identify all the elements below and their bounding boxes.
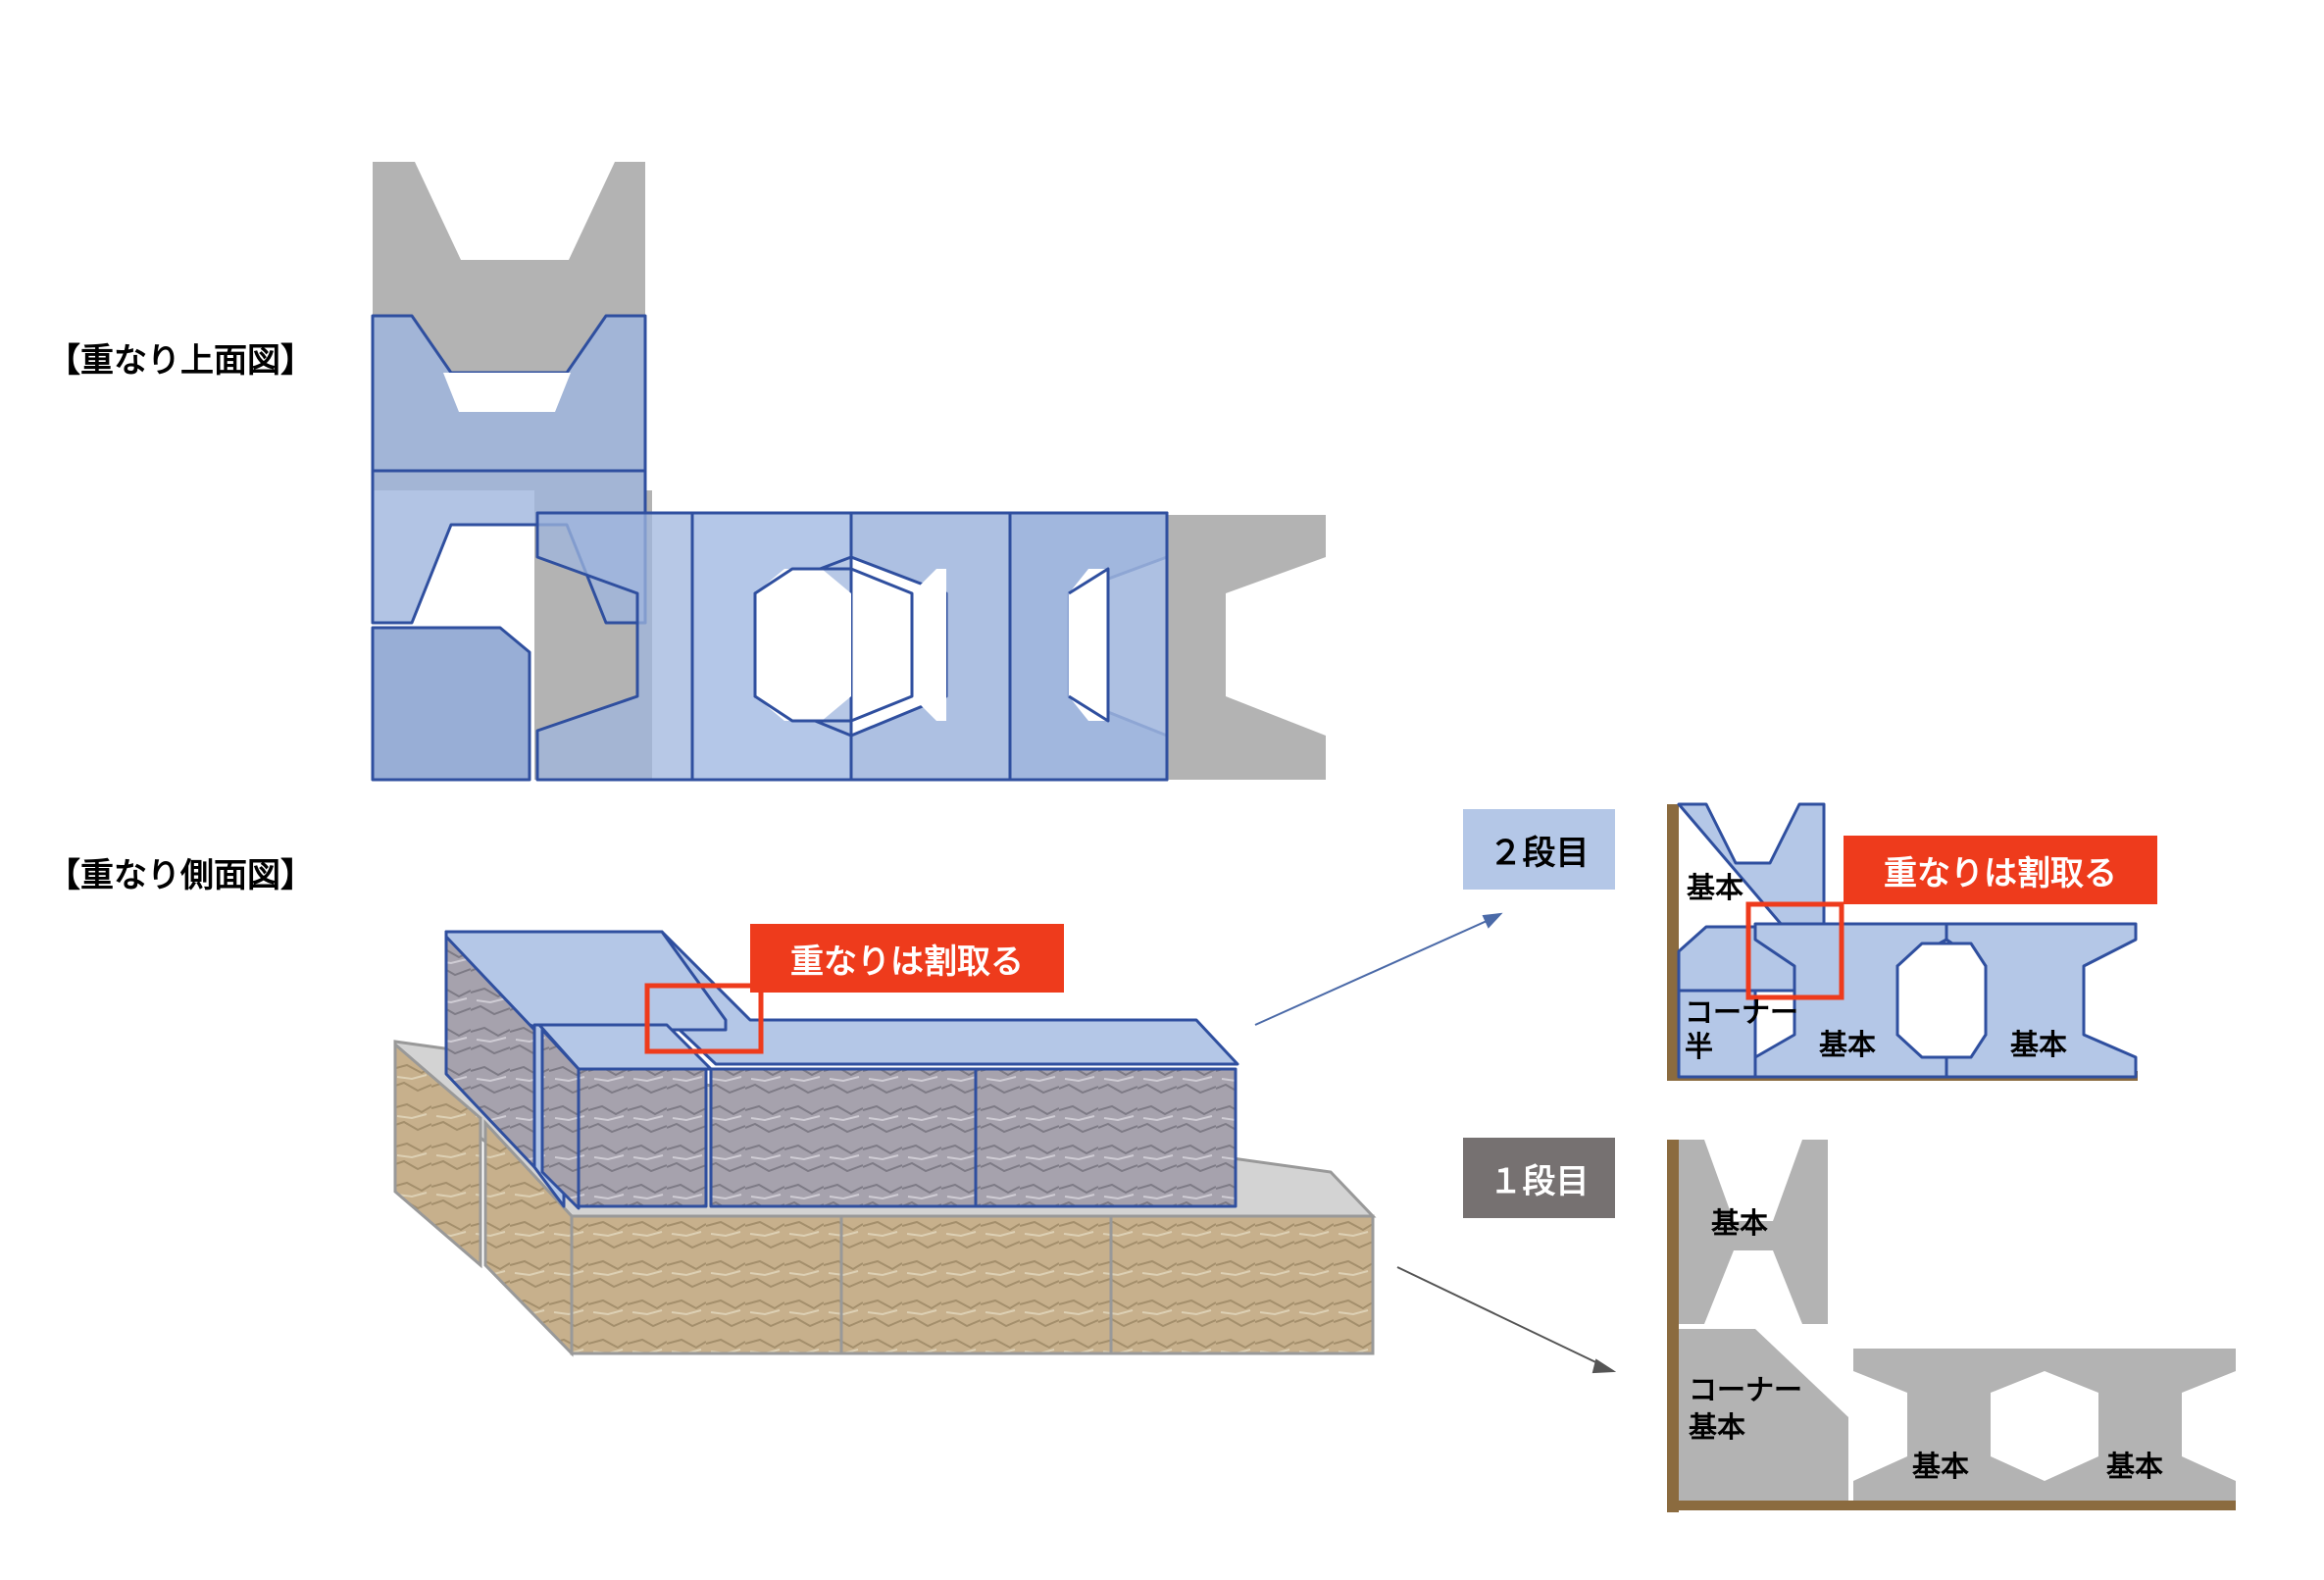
first-tier-wall-edge-left [1667,1140,1679,1512]
first-tier-corner-label-2: 基本 [1689,1410,1746,1444]
second-tier-basic-2-label: 基本 [2010,1028,2068,1061]
first-tier-top-block-label: 基本 [1711,1206,1769,1240]
first-tier-badge: １段目 [1463,1138,1615,1218]
top-view-heading: 【重なり上面図】 [47,341,314,381]
blue-corner-block [371,626,531,782]
first-tier-basic-2 [2045,1349,2236,1501]
second-tier-wall-edge-left [1667,804,1679,1079]
second-tier-top-block-label: 基本 [1687,871,1744,904]
first-tier-left-side [393,1041,482,1269]
second-tier-corner-half-label-1: コーナー [1685,995,1799,1029]
second-tier-basic-1-label: 基本 [1819,1028,1877,1061]
side-view-second-tier [444,930,1239,1210]
first-tier-basic-1 [1853,1349,2045,1501]
top-view-blue-blocks [371,314,1169,782]
second-tier-front-block-1 [577,1067,708,1208]
hex-hole-2 [912,569,946,721]
hex-hole-1 [755,569,851,721]
first-tier-top-block [1679,1140,1828,1324]
gray-right-end-block [1167,515,1326,780]
overlap-highlight-box-3d [644,983,764,1054]
arrow-to-second-tier [1254,916,1496,1026]
hex-hole-3 [1069,569,1108,721]
first-tier-corner-label-1: コーナー [1689,1373,1803,1406]
hex-outline-1 [753,567,851,723]
overlap-cut-callout-detail: 重なりは割取る [1844,836,2157,904]
hex-outline-3 [1068,567,1110,723]
second-tier-hex-hole [1895,942,1988,1059]
arrow-to-first-tier-head [1591,1358,1617,1374]
overlap-cut-callout-main: 重なりは割取る [750,924,1064,993]
first-tier-wall-edge-bottom [1667,1501,2236,1510]
hex-outline-2 [850,567,914,723]
pointer-arrows-gray [1396,1266,1617,1374]
arrow-to-second-tier-head [1482,912,1503,929]
first-tier-basic-1-label: 基本 [1912,1450,1970,1483]
pointer-arrows [1254,912,1503,1026]
overlap-highlight-box-plan [1745,901,1844,1000]
second-tier-front-block-2 [709,1067,978,1208]
first-tier-basic-2-label: 基本 [2106,1450,2164,1483]
first-tier-front-block-1 [570,1214,843,1355]
first-tier-corner-block [1679,1329,1848,1501]
side-view-heading: 【重なり側面図】 [47,856,314,895]
first-tier-front-block-3 [1109,1214,1375,1355]
second-tier-corner-half-label-2: 半 [1685,1030,1714,1063]
second-tier-front-block-3 [974,1067,1238,1208]
second-tier-half-side [540,1028,581,1210]
second-tier-badge: ２段目 [1463,809,1615,890]
arrow-to-first-tier [1396,1266,1609,1369]
blue-vertical-hole-mask [443,373,571,412]
